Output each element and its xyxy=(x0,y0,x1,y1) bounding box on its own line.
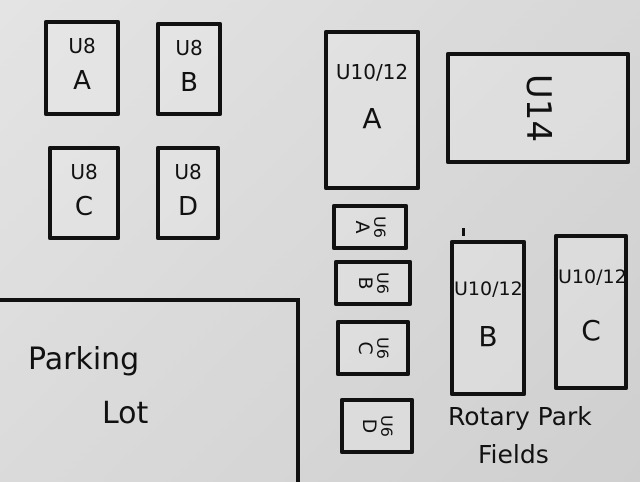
field-rotated-label: U6 B xyxy=(354,272,392,294)
field-letter-label: B xyxy=(180,68,198,98)
field-letter-label: B xyxy=(354,276,376,290)
field-letter-label: A xyxy=(73,66,91,96)
corner-tick-mark xyxy=(462,228,465,236)
field-age-label: U6 xyxy=(373,337,392,359)
field-age-label: U8 xyxy=(70,160,98,184)
field-u6-b[interactable]: U6 B xyxy=(334,260,412,306)
field-letter-label: D xyxy=(358,418,380,434)
field-letter-label: D xyxy=(177,192,199,222)
field-letter-label: A xyxy=(362,102,382,135)
field-u8-d[interactable]: U8 D xyxy=(156,146,220,240)
field-rotated-label: U6 C xyxy=(354,337,392,359)
field-age-label: U14 xyxy=(518,73,558,143)
field-u10-12-c[interactable]: U10/12 C xyxy=(554,234,628,390)
field-rotated-label: U6 A xyxy=(351,216,389,238)
field-letter-label: C xyxy=(74,192,94,222)
field-age-label: U6 xyxy=(377,415,396,437)
parking-lot-label-line1: Parking xyxy=(28,342,140,377)
field-age-label: U8 xyxy=(68,34,96,58)
field-u6-d[interactable]: U6 D xyxy=(340,398,414,454)
field-u10-12-a[interactable]: U10/12 A xyxy=(324,30,420,190)
field-age-label: U10/12 xyxy=(335,60,409,84)
map-caption-line1: Rotary Park xyxy=(448,402,592,431)
parking-lot[interactable]: Parking Lot xyxy=(0,298,300,482)
field-u8-b[interactable]: U8 B xyxy=(156,22,222,116)
map-caption-line2: Fields xyxy=(478,440,549,469)
field-u10-12-b[interactable]: U10/12 B xyxy=(450,240,526,396)
field-age-label: U8 xyxy=(174,160,202,184)
field-u14[interactable]: U14 xyxy=(446,52,630,164)
field-age-label: U8 xyxy=(175,36,203,60)
field-letter-label: C xyxy=(354,341,376,355)
field-age-label: U6 xyxy=(370,216,389,238)
field-u8-a[interactable]: U8 A xyxy=(44,20,120,116)
parking-lot-label-line2: Lot xyxy=(102,396,149,431)
field-age-label: U10/12 xyxy=(558,266,627,288)
field-letter-label: B xyxy=(478,320,498,353)
field-age-label: U6 xyxy=(373,272,392,294)
field-u6-a[interactable]: U6 A xyxy=(332,204,408,250)
field-letter-label: C xyxy=(581,314,601,347)
field-u6-c[interactable]: U6 C xyxy=(336,320,410,376)
field-rotated-label: U6 D xyxy=(358,415,396,437)
field-age-label: U10/12 xyxy=(454,278,523,300)
field-u8-c[interactable]: U8 C xyxy=(48,146,120,240)
field-letter-label: A xyxy=(351,220,373,234)
